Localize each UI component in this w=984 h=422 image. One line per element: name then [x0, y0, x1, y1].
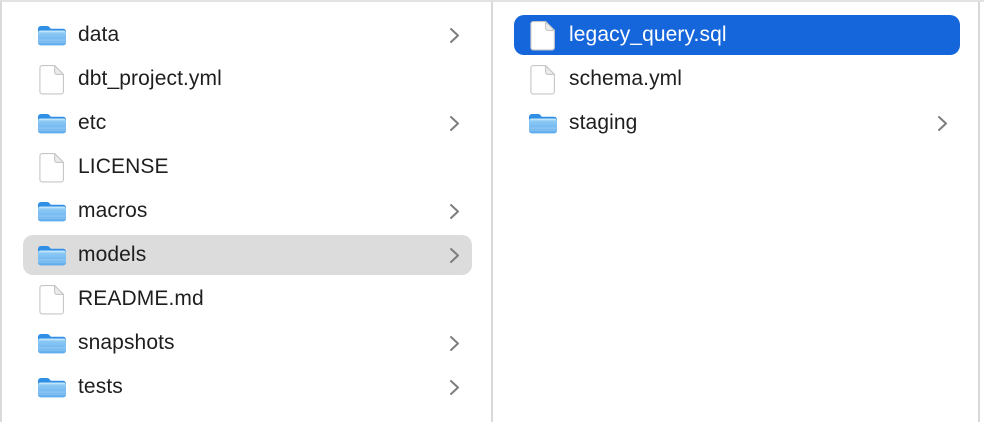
list-item-schema-yml[interactable]: schema.yml	[493, 57, 980, 101]
folder-icon	[37, 378, 66, 398]
chevron-right-icon	[448, 246, 460, 264]
file-name-label: macros	[78, 199, 148, 222]
document-icon	[38, 152, 64, 182]
chevron-right-icon	[448, 202, 460, 220]
file-name-label: snapshots	[78, 331, 175, 354]
chevron-right-icon	[936, 114, 948, 132]
file-name-label: legacy_query.sql	[569, 23, 727, 46]
folder-icon	[528, 114, 557, 134]
chevron-right-icon	[448, 334, 460, 352]
folder-icon	[37, 246, 66, 266]
file-name-label: README.md	[78, 287, 204, 310]
list-item-macros[interactable]: macros	[2, 189, 492, 233]
file-name-label: LICENSE	[78, 155, 169, 178]
file-name-label: staging	[569, 111, 638, 134]
column-resize-handle[interactable]	[491, 2, 493, 422]
folder-icon	[37, 26, 66, 46]
list-item-staging[interactable]: staging	[493, 101, 980, 145]
file-name-label: dbt_project.yml	[78, 67, 222, 90]
list-item-dbt-project-yml[interactable]: dbt_project.yml	[2, 57, 492, 101]
column-resize-handle[interactable]	[978, 2, 980, 422]
list-item-models[interactable]: models	[2, 233, 492, 277]
document-icon	[529, 64, 555, 94]
chevron-right-icon	[448, 26, 460, 44]
list-item-etc[interactable]: etc	[2, 101, 492, 145]
file-name-label: models	[78, 243, 147, 266]
models-contents-column: legacy_query.sql	[493, 2, 980, 422]
document-icon	[38, 64, 64, 94]
file-name-label: etc	[78, 111, 107, 134]
list-item-tests[interactable]: tests	[2, 365, 492, 409]
list-item-readme-md[interactable]: README.md	[2, 277, 492, 321]
list-item-snapshots[interactable]: snapshots	[2, 321, 492, 365]
folder-icon	[37, 114, 66, 134]
project-root-column: data	[2, 2, 492, 422]
chevron-right-icon	[448, 114, 460, 132]
document-icon	[38, 284, 64, 314]
chevron-right-icon	[448, 378, 460, 396]
folder-icon	[37, 334, 66, 354]
list-item-legacy-query-sql[interactable]: legacy_query.sql	[493, 13, 980, 57]
list-item-data[interactable]: data	[2, 13, 492, 57]
document-icon	[529, 20, 555, 50]
file-name-label: schema.yml	[569, 67, 683, 90]
file-name-label: data	[78, 23, 120, 46]
file-name-label: tests	[78, 375, 123, 398]
list-item-license[interactable]: LICENSE	[2, 145, 492, 189]
folder-icon	[37, 202, 66, 222]
